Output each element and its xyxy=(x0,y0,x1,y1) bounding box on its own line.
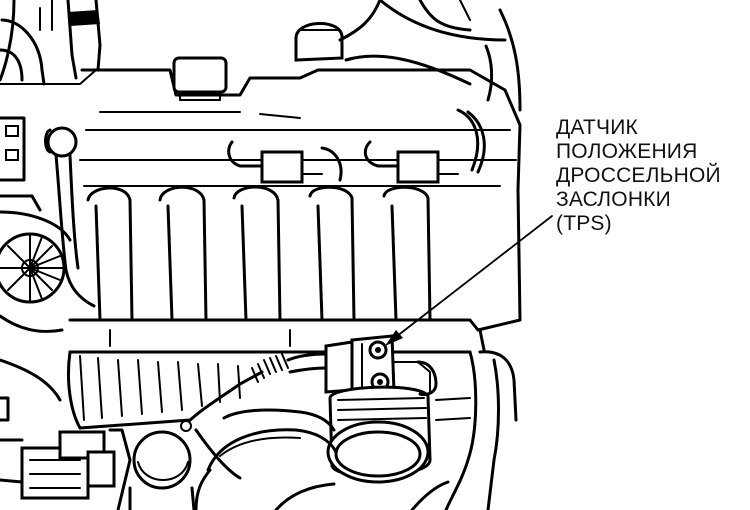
left-components xyxy=(0,116,96,422)
tps-callout-label: ДАТЧИК ПОЛОЖЕНИЯ ДРОССЕЛЬНОЙ ЗАСЛОНКИ (T… xyxy=(556,116,746,236)
callout-line-4: ЗАСЛОНКИ xyxy=(556,188,671,211)
injector-connectors xyxy=(227,108,486,184)
throttle-cable xyxy=(180,352,328,480)
intake-manifold xyxy=(66,185,480,430)
lower-left-connectors xyxy=(0,428,196,510)
callout-line-2: ПОЛОЖЕНИЯ xyxy=(556,140,698,163)
tps-leader xyxy=(385,215,553,346)
throttle-body xyxy=(194,334,450,510)
upper-engine-area xyxy=(0,0,522,192)
right-components xyxy=(435,188,522,510)
callout-line-5: (TPS) xyxy=(556,212,612,235)
callout-line-3: ДРОССЕЛЬНОЙ xyxy=(556,164,721,187)
callout-line-1: ДАТЧИК xyxy=(556,116,638,139)
